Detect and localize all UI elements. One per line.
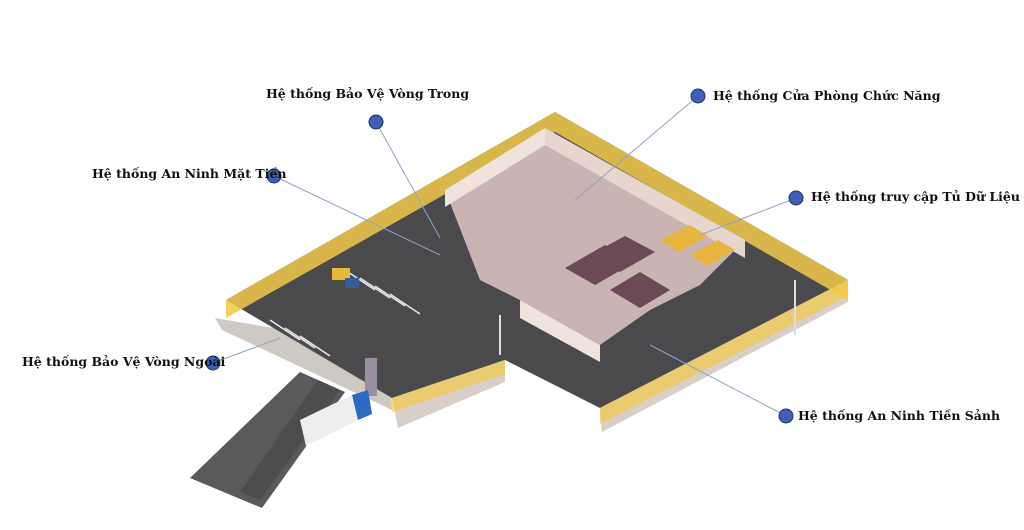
- marker-outer-protection: [205, 355, 221, 371]
- building-wall-front: [520, 300, 600, 362]
- building-wall-right: [545, 128, 745, 258]
- marker-data-cabinet: [788, 190, 804, 206]
- gate-booth: [365, 358, 377, 396]
- label-outer-protection: Hệ thống Bảo Vệ Vòng Ngoài: [22, 354, 226, 369]
- parking-lines: [269, 269, 421, 357]
- leader-lines: [212, 95, 797, 417]
- label-inner-protection: Hệ thống Bảo Vệ Vòng Trong: [266, 86, 470, 101]
- marker-facade: [266, 168, 282, 184]
- truck-cab: [352, 390, 372, 420]
- fence-front-left: [392, 360, 505, 412]
- fence-back-left: [226, 112, 555, 318]
- leader-facade: [273, 175, 441, 256]
- marker-function-doors: [690, 88, 706, 104]
- road-lane: [240, 380, 340, 500]
- callout-markers: [205, 88, 804, 424]
- marker-inner-protection: [368, 114, 384, 130]
- car-blue: [345, 278, 359, 288]
- marker-lobby: [778, 408, 794, 424]
- label-data-cabinet-access: Hệ thống truy cập Tủ Dữ Liệu: [811, 189, 1020, 204]
- label-facade-security: Hệ thống An Ninh Mặt Tiền: [92, 166, 287, 181]
- fence-front-right: [600, 280, 848, 424]
- label-lobby-security: Hệ thống An Ninh Tiền Sảnh: [798, 408, 1001, 423]
- fence-back-right: [555, 112, 848, 300]
- generators: [660, 225, 735, 266]
- leader-function-doors: [574, 95, 699, 201]
- server-racks: [565, 236, 670, 308]
- leader-lobby: [649, 344, 787, 417]
- building-floor: [445, 128, 745, 345]
- truck-trailer: [300, 395, 358, 446]
- leader-data-cabinet: [699, 197, 797, 236]
- building-wall-left: [445, 128, 545, 207]
- leader-outer-protection: [212, 337, 281, 364]
- car-yellow: [332, 268, 350, 280]
- label-function-room-doors: Hệ thống Cửa Phòng Chức Năng: [713, 88, 941, 103]
- leader-inner-protection: [375, 121, 441, 239]
